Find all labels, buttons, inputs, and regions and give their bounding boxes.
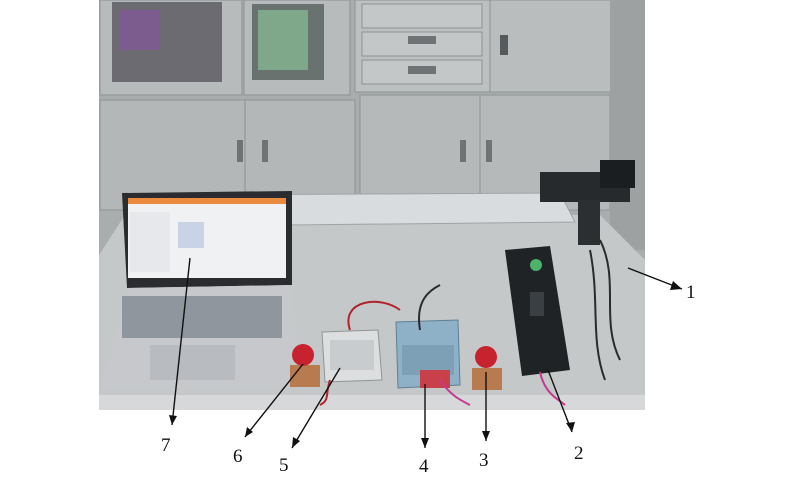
callout-4: 4 [419, 456, 429, 477]
leader-6 [244, 363, 304, 438]
callout-7: 7 [161, 435, 171, 456]
laptop-icon [102, 191, 300, 388]
callout-arrowheads [169, 281, 682, 448]
leader-2 [547, 369, 573, 433]
callout-3: 3 [479, 450, 489, 471]
callout-1: 1 [686, 282, 696, 303]
leader-5 [291, 367, 341, 449]
callout-leaders [171, 257, 683, 449]
bench-photo [99, 0, 645, 410]
power-supply-icon [321, 329, 383, 383]
callout-2: 2 [574, 443, 584, 464]
plc-icon [395, 319, 461, 389]
cabinet-wall [99, 0, 645, 250]
callout-6: 6 [233, 446, 243, 467]
callout-5: 5 [279, 455, 289, 476]
servo-driver-icon [505, 246, 570, 376]
leader-7 [171, 257, 191, 426]
callout-labels: 1 2 3 4 5 6 7 [161, 282, 696, 477]
cables [319, 239, 621, 406]
